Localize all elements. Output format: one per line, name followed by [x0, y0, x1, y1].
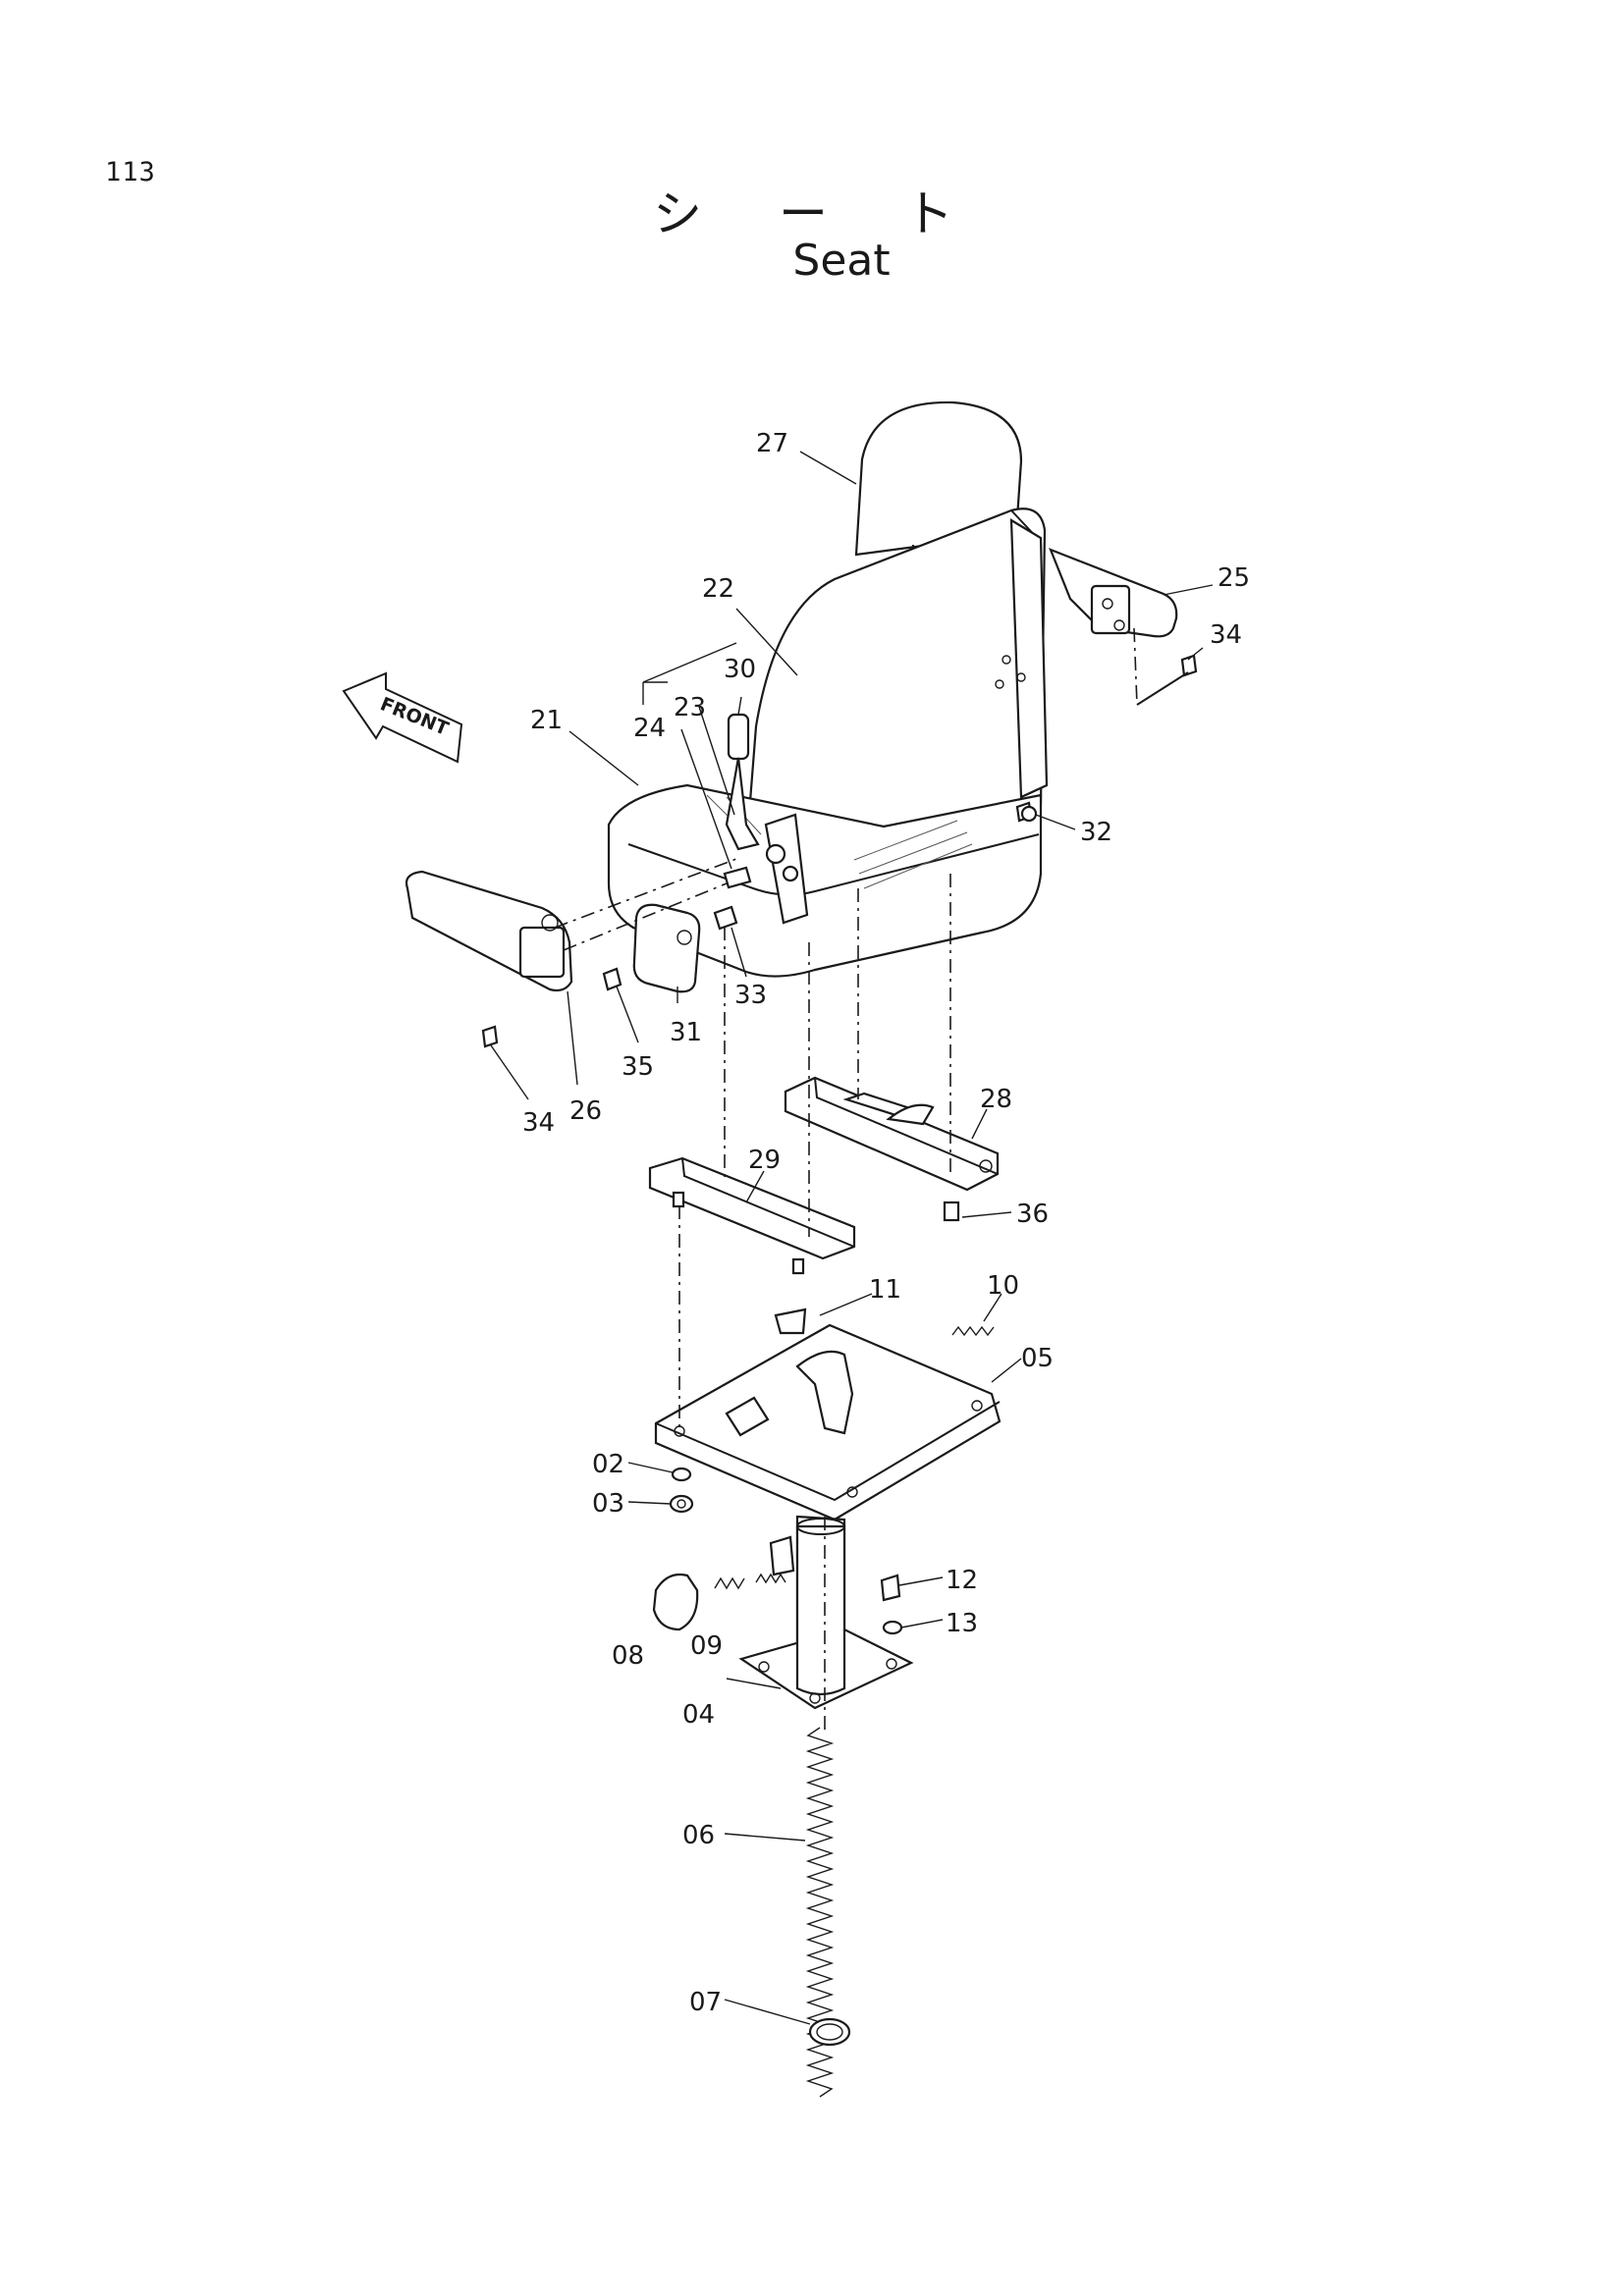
callout-03: 03	[592, 1489, 624, 1519]
callout-10: 10	[987, 1271, 1019, 1301]
callout-21: 21	[530, 706, 563, 735]
callout-29: 29	[748, 1146, 781, 1175]
page-title-english: Seat	[792, 236, 891, 286]
right-armrest-part	[1049, 548, 1198, 677]
callout-06: 06	[682, 1821, 715, 1850]
callout-11: 11	[869, 1275, 901, 1305]
page-number: 113	[105, 157, 156, 187]
callout-09: 09	[690, 1631, 723, 1661]
callout-labels: 27 22 25 34 30 23 24 21 32 33 31 35 26 3…	[522, 429, 1250, 2017]
backrest-part	[746, 507, 1049, 828]
callout-35: 35	[622, 1052, 654, 1082]
snap-ring-part	[808, 2017, 851, 2047]
leader-lines	[490, 451, 1214, 2025]
left-armrest-part	[405, 870, 573, 1048]
callout-26: 26	[569, 1096, 602, 1126]
slide-rail-left-part	[648, 1156, 856, 1275]
front-arrow-label: FRONT	[377, 693, 452, 740]
callout-25: 25	[1218, 563, 1250, 593]
front-direction-arrow: FRONT	[342, 671, 463, 764]
height-knob-parts	[652, 1573, 903, 1635]
callout-36: 36	[1016, 1200, 1049, 1229]
callout-04: 04	[682, 1700, 715, 1730]
callout-23: 23	[674, 693, 706, 722]
callout-08: 08	[612, 1641, 644, 1671]
callout-34-right: 34	[1210, 620, 1242, 650]
callout-13: 13	[946, 1609, 978, 1638]
callout-27: 27	[756, 429, 788, 458]
callout-12: 12	[946, 1566, 978, 1595]
callout-05: 05	[1021, 1344, 1054, 1373]
base-plate-part	[654, 1308, 1001, 1522]
callout-30: 30	[724, 655, 756, 684]
callout-33: 33	[734, 981, 767, 1010]
callout-28: 28	[980, 1085, 1012, 1114]
washer-nut-parts	[669, 1467, 694, 1514]
cover-plate-part	[602, 801, 1038, 993]
callout-22: 22	[702, 574, 734, 604]
callout-07: 07	[689, 1988, 722, 2017]
callout-31: 31	[670, 1018, 702, 1047]
callout-32: 32	[1080, 818, 1112, 847]
slide-rail-right-part	[784, 1076, 1000, 1222]
page-title-japanese: シート	[653, 186, 1030, 242]
column-base-part	[738, 1515, 914, 1710]
recline-mechanism	[723, 713, 809, 925]
callout-34-left: 34	[522, 1108, 555, 1138]
callout-02: 02	[592, 1450, 624, 1479]
assembly-guide-lines	[554, 627, 1189, 1733]
callout-24: 24	[633, 714, 666, 743]
